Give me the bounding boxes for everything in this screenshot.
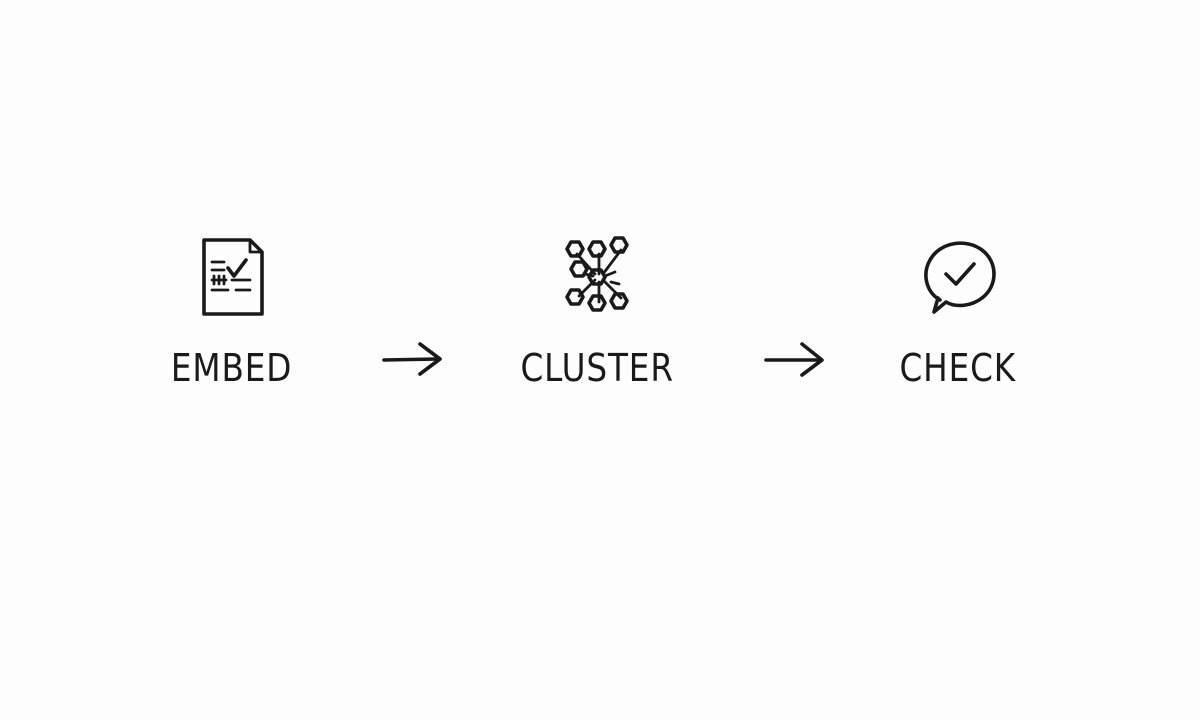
step-check: CHECK bbox=[848, 228, 1068, 390]
step-label: CLUSTER bbox=[520, 346, 674, 390]
chat-check-icon bbox=[910, 228, 1006, 324]
step-label: EMBED bbox=[171, 346, 293, 390]
step-cluster: CLUSTER bbox=[487, 228, 707, 390]
step-embed: EMBED bbox=[122, 228, 342, 390]
cluster-network-icon bbox=[549, 228, 645, 324]
arrow-right-icon bbox=[762, 338, 828, 378]
document-check-icon bbox=[184, 228, 280, 324]
step-label: CHECK bbox=[899, 346, 1017, 390]
arrow-right-icon bbox=[380, 338, 446, 378]
